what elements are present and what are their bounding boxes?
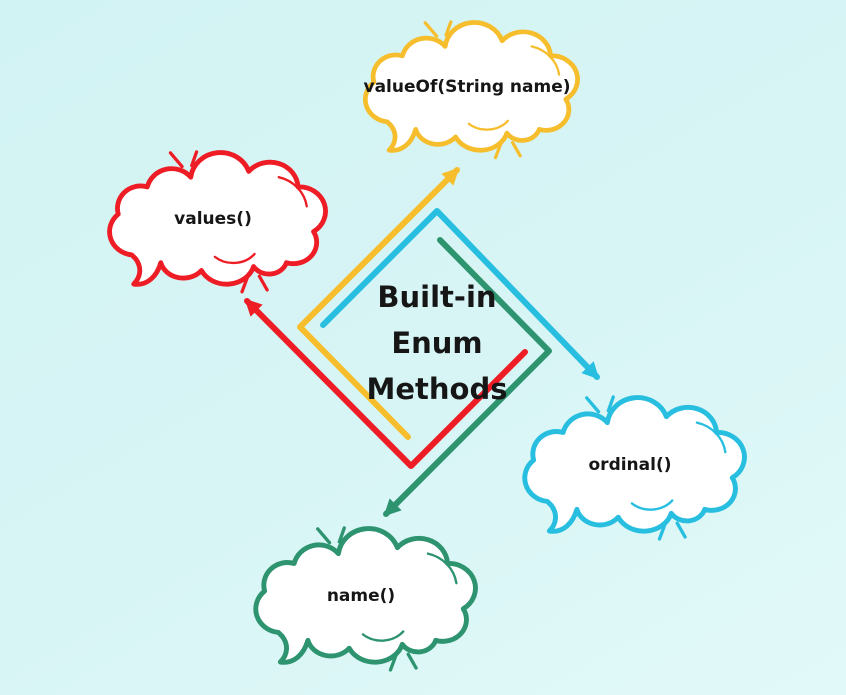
- highlight-arc: [361, 630, 405, 642]
- cloud-label-ordinal: ordinal(): [588, 455, 672, 476]
- highlight-arc: [467, 119, 509, 131]
- cloud-label-name: name(): [326, 586, 396, 607]
- arrow-to-ordinal: [320, 208, 600, 380]
- title-line-2: Enum: [391, 326, 483, 360]
- cloud-outline: [362, 20, 580, 153]
- title-line-1: Built-in: [377, 280, 497, 314]
- cloud-label-valueof: valueOf(String name): [363, 77, 571, 98]
- highlight-arc: [530, 45, 561, 76]
- sparkle-icon: [316, 526, 346, 545]
- cloud-values: values(): [97, 150, 329, 294]
- arrow-to-name: [383, 237, 552, 517]
- highlight-arc: [630, 499, 674, 511]
- cloud-outline: [522, 395, 747, 534]
- cloud-outline: [107, 150, 328, 287]
- arrow-to-valueof: [297, 167, 460, 440]
- sparkle-icon: [168, 150, 199, 169]
- sparkle-icon: [423, 20, 453, 38]
- sparkle-icon: [493, 140, 522, 160]
- cloud-name: name(): [243, 526, 479, 672]
- highlight-arc: [426, 552, 458, 585]
- title-line-3: Methods: [366, 372, 508, 406]
- cloud-ordinal: ordinal(): [512, 395, 748, 541]
- cloud-valueof: valueOf(String name): [353, 20, 581, 160]
- sparkle-icon: [240, 274, 269, 294]
- arrow-to-values: [244, 298, 528, 469]
- cloud-outline: [253, 526, 478, 665]
- highlight-arc: [277, 176, 308, 208]
- cloud-label-values: values(): [174, 209, 252, 230]
- sparkle-icon: [388, 652, 418, 672]
- sparkle-icon: [585, 395, 615, 414]
- diagram-title: Built-in Enum Methods: [367, 274, 508, 412]
- sparkle-icon: [657, 521, 687, 541]
- highlight-arc: [695, 421, 727, 454]
- highlight-arc: [213, 252, 256, 265]
